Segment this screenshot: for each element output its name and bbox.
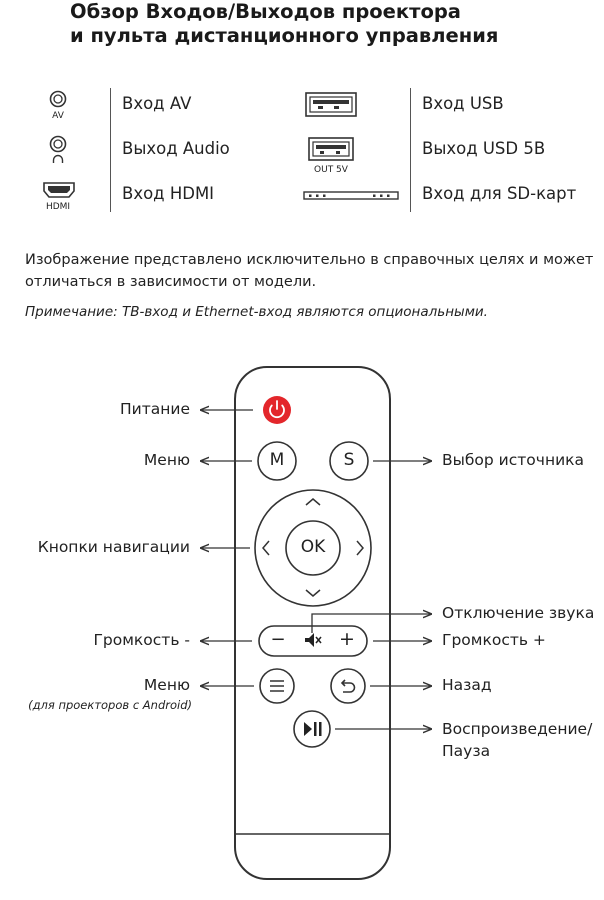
port-divider-right (410, 88, 411, 212)
back-label: Назад (442, 676, 492, 694)
port-av-input: Вход AV (122, 94, 192, 113)
play-pause-button[interactable] (293, 710, 331, 748)
disclaimer-text: Изображение представлено исключительно в… (25, 249, 600, 293)
source-label: Выбор источника (442, 451, 585, 469)
power-label: Питание (120, 400, 190, 418)
play-pause-label: Воспроизведение/ Пауза (442, 718, 592, 762)
page-title: Обзор Входов/Выходов проектора и пульта … (70, 0, 498, 48)
nav-up-icon[interactable] (305, 498, 321, 506)
port-usb-input: Вход USB (422, 94, 504, 113)
av-icon-label: AV (52, 111, 64, 121)
volume-plus-label[interactable]: + (339, 628, 355, 650)
nav-left-icon[interactable] (262, 540, 270, 556)
nav-right-icon[interactable] (356, 540, 364, 556)
disclaimer-line-2: отличаться в зависимости от модели. (25, 274, 317, 290)
back-arrow-icon (342, 682, 356, 693)
port-icons (43, 90, 399, 200)
volume-up-label: Громкость + (442, 631, 546, 649)
audio-jack-icon (49, 135, 67, 163)
menu-label: Меню (143, 451, 190, 469)
title-line-2: и пульта дистанционного управления (70, 24, 499, 47)
android-menu-note: (для проекторов с Android) (28, 698, 192, 712)
usb-port-icon (305, 92, 357, 117)
hdmi-icon-label: HDMI (45, 202, 71, 212)
port-sd-card-input: Вход для SD-карт (422, 184, 577, 203)
ok-button[interactable] (285, 520, 341, 576)
navigation-label: Кнопки навигации (37, 538, 190, 556)
port-hdmi-input: Вход HDMI (122, 184, 215, 203)
port-audio-output: Выход Audio (122, 139, 230, 158)
mute-label: Отключение звука (442, 604, 595, 622)
source-button[interactable] (329, 441, 369, 481)
power-button[interactable] (263, 396, 291, 424)
android-menu-label: Меню (143, 676, 190, 694)
hdmi-port-icon (43, 182, 75, 198)
title-line-1: Обзор Входов/Выходов проектора (70, 0, 461, 23)
android-menu-button[interactable] (259, 668, 295, 704)
disclaimer-line-1: Изображение представлено исключительно в… (25, 252, 594, 268)
ok-button-label: OK (300, 537, 326, 557)
menu-button[interactable] (257, 441, 297, 481)
av-jack-icon (49, 90, 67, 108)
source-button-label: S (343, 450, 355, 470)
mute-icon[interactable] (305, 633, 322, 647)
menu-button-label: M (269, 450, 285, 470)
port-divider-left (110, 88, 111, 212)
nav-down-icon[interactable] (305, 589, 321, 597)
volume-minus-label[interactable]: − (270, 629, 286, 650)
play-pause-icon (304, 722, 312, 736)
usb-out-icon-label: OUT 5V (314, 165, 348, 175)
power-icon (269, 404, 285, 419)
mute-arrow (311, 614, 432, 633)
headphones-icon (52, 154, 64, 163)
port-usb-output: Выход USD 5В (422, 139, 546, 158)
usb-out-port-icon (308, 137, 354, 161)
play-pause-label-line-1: Воспроизведение/ (442, 720, 593, 738)
volume-down-label: Громкость - (93, 631, 190, 649)
sd-card-slot-icon (303, 191, 399, 200)
optional-inputs-note: Примечание: ТВ-вход и Ethernet-вход явля… (25, 304, 488, 320)
back-button[interactable] (330, 668, 366, 704)
play-pause-label-line-2: Пауза (442, 742, 491, 760)
